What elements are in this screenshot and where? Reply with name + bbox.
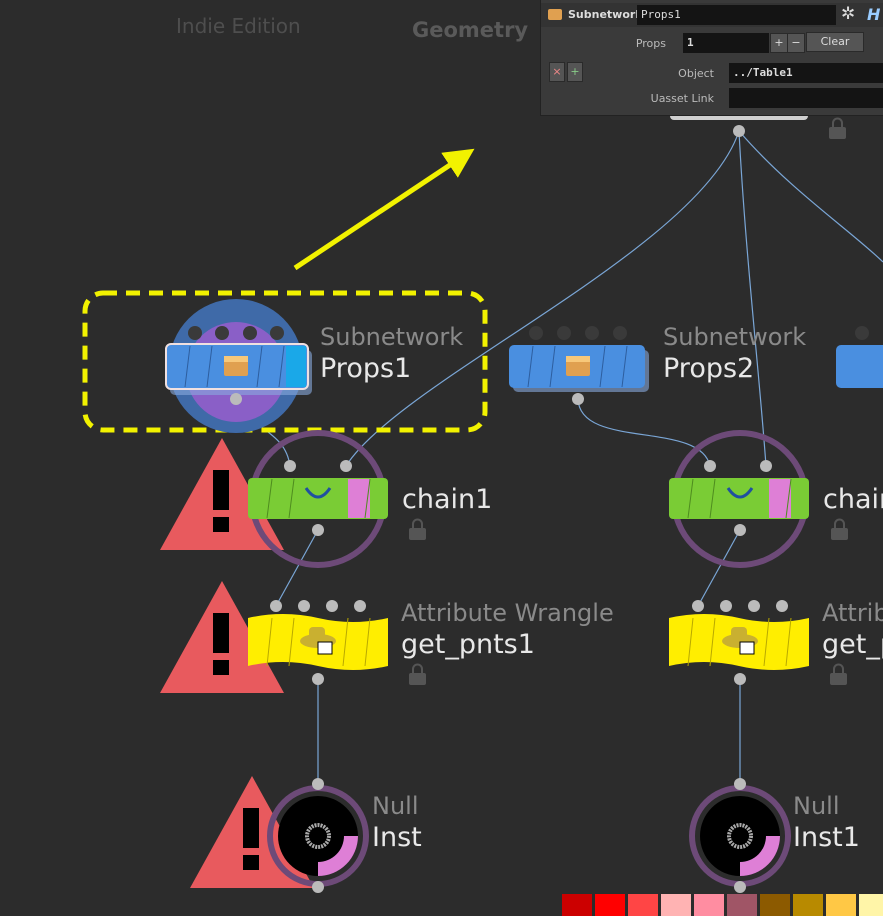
insert-instance-button[interactable]: + [567,62,583,82]
lock-icon [830,663,847,685]
props-label: Props [635,37,666,50]
palette-swatch[interactable] [595,894,625,916]
node-get-pnts1[interactable]: Attribute Wrangle get_pnts1 [248,599,614,685]
color-palette [562,894,883,916]
node-name-label: Inst1 [793,822,860,853]
lock-icon [409,663,426,685]
node-get-pnts2[interactable]: Attrib get_p [669,599,883,685]
lock-icon [829,117,846,139]
node-name-label: chain1 [402,484,492,515]
node-chain2[interactable]: chain [669,430,883,568]
gear-icon[interactable]: ✲ [841,4,856,24]
clear-button[interactable]: Clear [806,32,864,52]
box-icon [566,356,590,376]
palette-swatch[interactable] [793,894,823,916]
uasset-link-label: Uasset Link [650,92,714,105]
palette-swatch[interactable] [826,894,856,916]
node-type-label: Attribute Wrangle [401,599,614,627]
palette-swatch[interactable] [760,894,790,916]
node-name-label: get_p [822,629,883,660]
node-type-label: Attrib [822,599,883,627]
output-dot[interactable] [230,393,242,405]
node-inst1[interactable]: Null Inst1 [689,778,860,893]
node-type-label: Subnetwork [320,323,463,351]
node-type-label: Subnetwork [568,8,643,21]
node-name-label: Props2 [663,353,754,384]
node-name-label: get_pnts1 [401,629,535,660]
node-name-label: Props1 [320,353,411,384]
cowboy-hat-icon [300,627,336,655]
palette-swatch[interactable] [859,894,883,916]
node-chain1[interactable]: chain1 [248,430,492,568]
node-type-label: Null [372,792,419,820]
props-plus-button[interactable]: + [770,33,788,53]
lock-icon [409,518,426,540]
output-dot[interactable] [733,125,745,137]
chain-icon [726,487,754,499]
props-minus-button[interactable]: − [787,33,805,53]
cowboy-hat-icon [722,627,758,655]
palette-swatch[interactable] [727,894,757,916]
warning-icon [160,581,284,693]
wires [235,130,883,784]
node-name-label: Inst [372,822,422,853]
node-props1[interactable]: Subnetwork Props1 [165,299,463,433]
box-icon [224,356,248,376]
lock-icon [831,518,848,540]
help-icon[interactable]: H [867,5,881,24]
object-label: Object [678,67,714,80]
palette-swatch[interactable] [562,894,592,916]
parm-header: Subnetwork Props1 ✲ H [541,3,883,27]
annotation-arrow [293,148,475,271]
edition-label: Indie Edition [176,14,301,38]
remove-instance-button[interactable]: × [549,62,565,82]
palette-swatch[interactable] [694,894,724,916]
node-props3-partial[interactable] [836,326,883,388]
palette-swatch[interactable] [628,894,658,916]
warning-icon [190,776,314,888]
props-field[interactable]: 1 [683,33,769,53]
subnet-box-icon[interactable] [548,9,562,20]
uasset-link-field[interactable] [729,88,883,108]
annotation-dashed-box [82,290,488,433]
node-name-label: chain [823,484,883,515]
node-props2[interactable]: Subnetwork Props2 [509,323,806,405]
output-dot[interactable] [572,393,584,405]
node-type-label: Null [793,792,840,820]
palette-swatch[interactable] [661,894,691,916]
object-field[interactable]: ../Table1 [729,63,883,83]
chain-icon [304,487,332,499]
parameter-panel: Subnetwork Props1 ✲ H Props 1 + − Clear … [540,0,883,116]
node-type-label: Subnetwork [663,323,806,351]
context-label: Geometry [412,18,529,42]
node-name-field[interactable]: Props1 [637,5,836,25]
node-inst[interactable]: Null Inst [267,778,422,893]
